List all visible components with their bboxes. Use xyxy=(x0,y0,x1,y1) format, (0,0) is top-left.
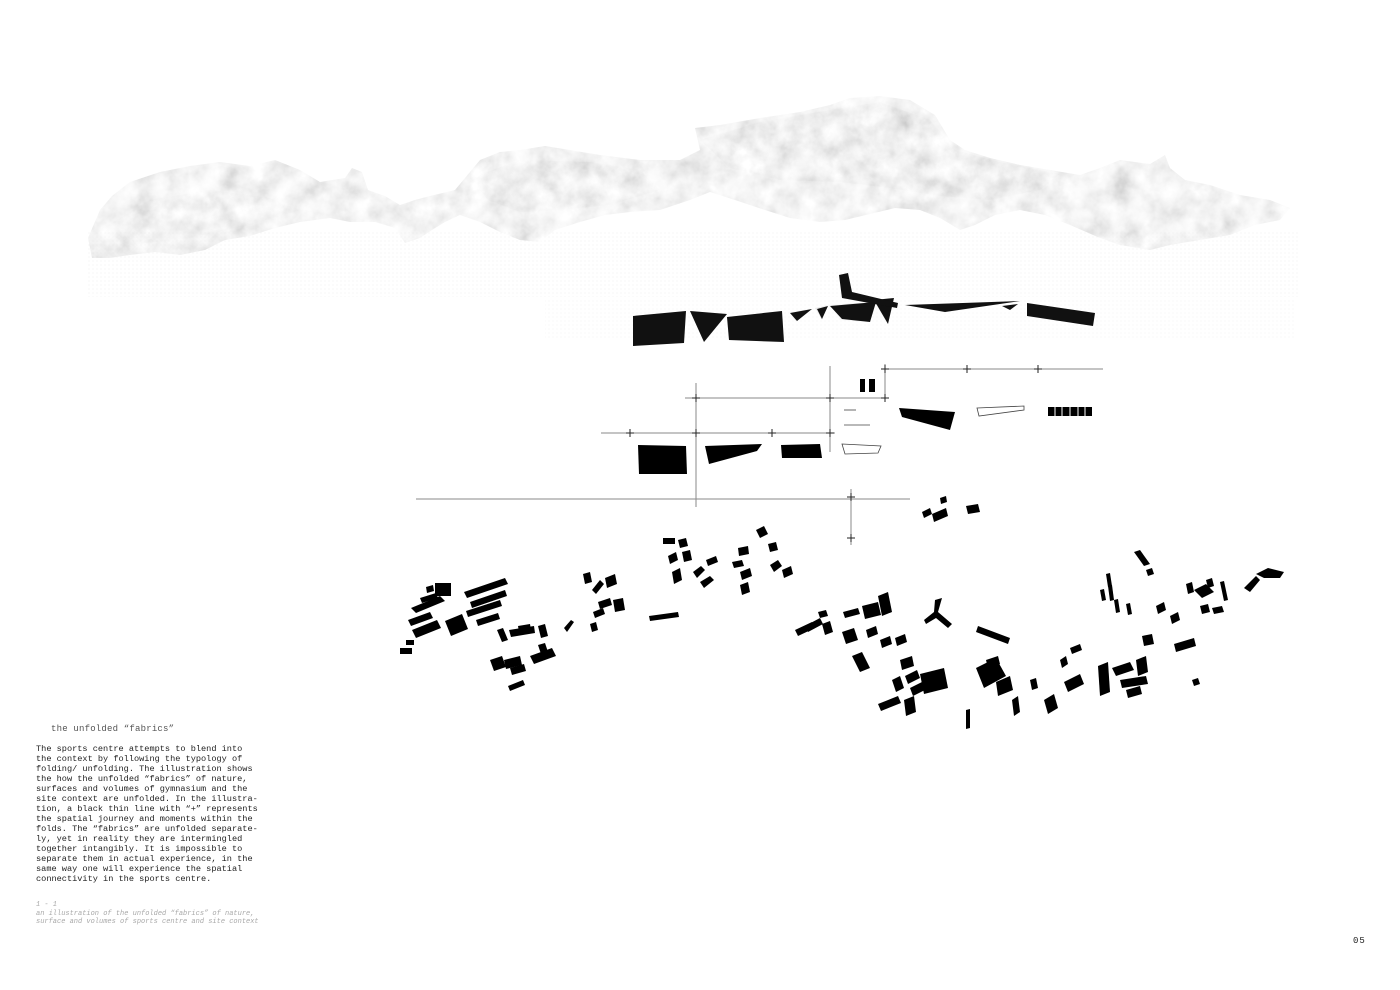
body-line: same way one will experience the spatial xyxy=(36,864,243,874)
caption-body-text: The sports centre attempts to blend into… xyxy=(36,744,266,884)
volume-block xyxy=(638,445,687,474)
body-line: connectivity in the sports centre. xyxy=(36,874,212,884)
volume-block xyxy=(869,379,875,392)
body-line: surfaces and volumes of gymnasium and th… xyxy=(36,784,248,794)
plus-marker xyxy=(692,394,700,402)
body-line: tion, a black thin line with “+” represe… xyxy=(36,804,258,814)
figure-caption: 1 - 1 an illustration of the unfolded “f… xyxy=(36,901,296,927)
body-line: together intangibly. It is impossible to xyxy=(36,844,243,854)
body-line: site context are unfolded. In the illust… xyxy=(36,794,258,804)
context-cluster-far-east xyxy=(1098,550,1284,698)
plus-marker xyxy=(626,429,634,437)
body-line: the how the unfolded “fabrics” of nature… xyxy=(36,774,248,784)
illustration-title: the unfolded “fabrics” xyxy=(51,724,175,734)
volume-block xyxy=(899,408,955,430)
surfaces-fabric-solid xyxy=(633,273,1095,346)
site-context-fabric xyxy=(400,496,1284,729)
context-cluster-centre xyxy=(663,526,793,595)
body-line: the context by following the typology of xyxy=(36,754,243,764)
volumes-fabric xyxy=(638,379,1092,474)
page-number: 05 xyxy=(1353,936,1366,946)
volume-block xyxy=(781,444,822,458)
nature-reflection-band xyxy=(88,232,1298,338)
figure-number: 1 - 1 xyxy=(36,901,58,909)
plus-marker xyxy=(847,534,855,542)
volume-outline xyxy=(841,443,882,455)
plus-marker xyxy=(692,429,700,437)
figure-caption-line: surface and volumes of sports centre and… xyxy=(36,918,259,926)
plus-marker xyxy=(881,365,889,373)
plus-marker xyxy=(847,493,855,501)
spatial-journey-lines xyxy=(416,364,1103,545)
body-line: The sports centre attempts to blend into xyxy=(36,744,243,754)
plus-marker xyxy=(768,429,776,437)
body-line: separate them in actual experience, in t… xyxy=(36,854,253,864)
volume-outline xyxy=(976,405,1025,417)
nature-fabric-strip xyxy=(88,96,1290,258)
plus-marker xyxy=(1034,365,1042,373)
plus-marker xyxy=(881,394,889,402)
context-cluster-west xyxy=(400,572,679,691)
context-cluster-east xyxy=(795,496,1084,729)
body-line: folds. The “fabrics” are unfolded separa… xyxy=(36,824,258,834)
journey-plus-markers xyxy=(626,365,1042,542)
plus-marker xyxy=(963,365,971,373)
volume-block xyxy=(860,379,865,392)
plus-marker xyxy=(826,394,834,402)
figure-caption-line: an illustration of the unfolded “fabrics… xyxy=(36,909,255,918)
plus-marker xyxy=(826,429,834,437)
volume-block xyxy=(705,444,762,464)
body-line: the spatial journey and moments within t… xyxy=(36,814,253,824)
body-line: folding/ unfolding. The illustration sho… xyxy=(36,764,253,774)
body-line: ly, yet in reality they are intermingled xyxy=(36,834,243,844)
